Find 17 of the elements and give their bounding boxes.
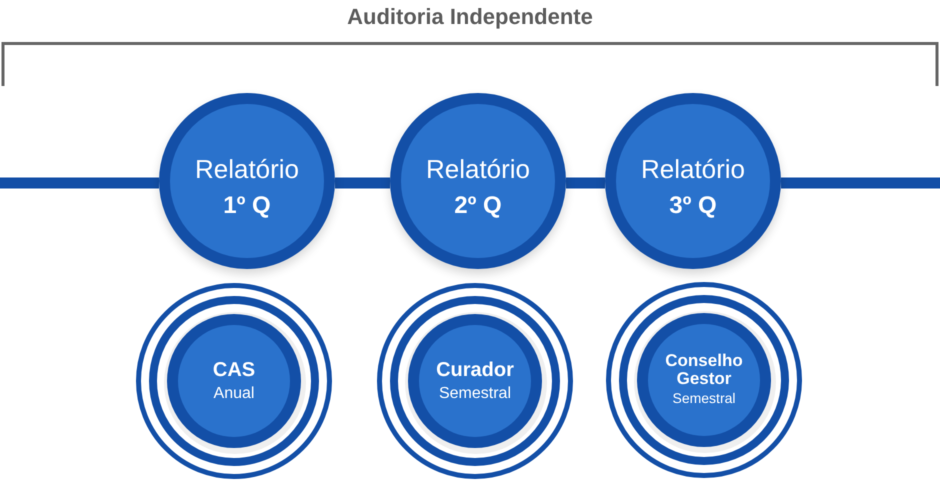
circle-subtext: Semestral <box>671 389 737 408</box>
circle-heading: Curador <box>435 358 515 383</box>
timeline-line <box>780 178 940 188</box>
circle-heading: Relatório <box>640 153 746 186</box>
circle-subtext: Anual <box>212 384 256 404</box>
circle-heading: CAS <box>212 358 256 383</box>
diagram-title: Auditoria Independente <box>346 3 594 31</box>
circle-subtext: Semestral <box>438 384 512 404</box>
timeline-line <box>334 178 390 188</box>
timeline-line <box>0 178 160 188</box>
circle-subtext: 3º Q <box>668 191 718 221</box>
circle-subtext: 1º Q <box>222 191 272 221</box>
circle-subtext: 2º Q <box>453 191 503 221</box>
timeline-line <box>566 178 606 188</box>
circle-heading: Relatório <box>194 153 300 186</box>
circle-heading: Relatório <box>424 153 532 186</box>
circle-heading: Conselho Gestor <box>664 352 744 388</box>
